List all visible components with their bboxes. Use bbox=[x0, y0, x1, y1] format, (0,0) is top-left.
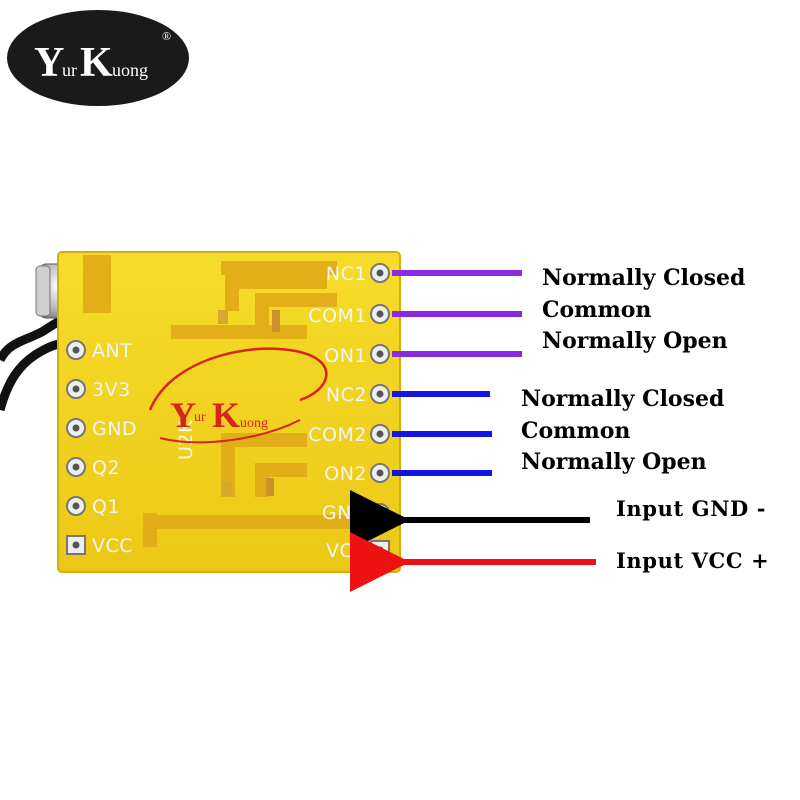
label-relay2-nc: Normally Closed bbox=[521, 386, 724, 412]
watermark-text-ur: ur bbox=[194, 410, 206, 425]
label-relay2-com: Common bbox=[521, 418, 630, 444]
pin-gnd-left[interactable]: GND bbox=[66, 418, 137, 440]
pin-com1[interactable]: COM1 bbox=[308, 304, 390, 327]
watermark-letter-y: Y bbox=[170, 395, 196, 435]
pcb-board: U2K ANT 3V3 GND Q2 bbox=[57, 251, 401, 573]
pin-label-com1: COM1 bbox=[308, 305, 367, 327]
pin-label-nc2: NC2 bbox=[326, 384, 367, 406]
logo-letter-y: Y bbox=[34, 40, 64, 86]
board-substrate bbox=[57, 251, 401, 573]
pin-label-q2: Q2 bbox=[92, 457, 120, 479]
pin-label-q1: Q1 bbox=[92, 496, 120, 518]
pin-ant[interactable]: ANT bbox=[66, 340, 132, 362]
pin-label-gnd-left: GND bbox=[92, 418, 137, 440]
logo-text-uong: uong bbox=[112, 60, 148, 80]
label-relay1-com: Common bbox=[542, 297, 651, 323]
pin-label-com2: COM2 bbox=[308, 424, 367, 446]
logo-letter-k: K bbox=[80, 40, 113, 86]
pin-label-on2: ON2 bbox=[324, 463, 367, 485]
label-relay1-no: Normally Open bbox=[542, 328, 728, 354]
watermark-text-uong: uong bbox=[240, 416, 268, 431]
module-marking: U2K bbox=[175, 420, 197, 460]
logo-text-ur: ur bbox=[62, 60, 77, 80]
label-input-vcc: Input VCC + bbox=[616, 548, 769, 573]
pin-label-gnd-right: GND bbox=[322, 502, 367, 524]
label-relay1-nc: Normally Closed bbox=[542, 265, 745, 291]
smd-pad bbox=[218, 310, 228, 324]
pin-gnd-right[interactable]: GND bbox=[322, 502, 390, 524]
pin-com2[interactable]: COM2 bbox=[308, 424, 390, 446]
brand-logo: Y ur K uong ® bbox=[7, 10, 189, 106]
pin-nc2[interactable]: NC2 bbox=[326, 384, 390, 406]
pin-vcc-left[interactable]: VCC bbox=[66, 535, 133, 557]
pin-on2[interactable]: ON2 bbox=[324, 463, 390, 485]
smd-pad bbox=[222, 482, 232, 496]
callout-labels: Normally Closed Common Normally Open Nor… bbox=[521, 265, 769, 573]
smd-pad bbox=[272, 310, 280, 332]
logo-oval bbox=[7, 10, 189, 106]
registered-mark: ® bbox=[162, 29, 171, 43]
pin-label-vcc-left: VCC bbox=[92, 535, 133, 557]
pin-label-on1: ON1 bbox=[324, 345, 367, 367]
pin-q1[interactable]: Q1 bbox=[66, 496, 120, 518]
left-pin-header: ANT 3V3 GND Q2 Q1 bbox=[66, 340, 137, 557]
pin-label-3v3: 3V3 bbox=[92, 379, 131, 401]
watermark-logo: Y ur K uong bbox=[148, 347, 328, 444]
smd-pad bbox=[266, 478, 274, 496]
pin-nc1[interactable]: NC1 bbox=[326, 263, 390, 285]
label-relay2-no: Normally Open bbox=[521, 449, 707, 475]
callout-lines bbox=[350, 270, 596, 592]
pin-q2[interactable]: Q2 bbox=[66, 457, 120, 479]
pin-3v3[interactable]: 3V3 bbox=[66, 379, 131, 401]
pin-label-nc1: NC1 bbox=[326, 263, 367, 285]
pin-label-ant: ANT bbox=[92, 340, 132, 362]
label-input-gnd: Input GND - bbox=[616, 496, 766, 521]
pin-label-vcc-right: VCC bbox=[326, 540, 367, 562]
watermark-letter-k: K bbox=[212, 395, 240, 435]
pin-vcc-right[interactable]: VCC bbox=[326, 540, 390, 562]
pin-on1[interactable]: ON1 bbox=[324, 344, 390, 367]
